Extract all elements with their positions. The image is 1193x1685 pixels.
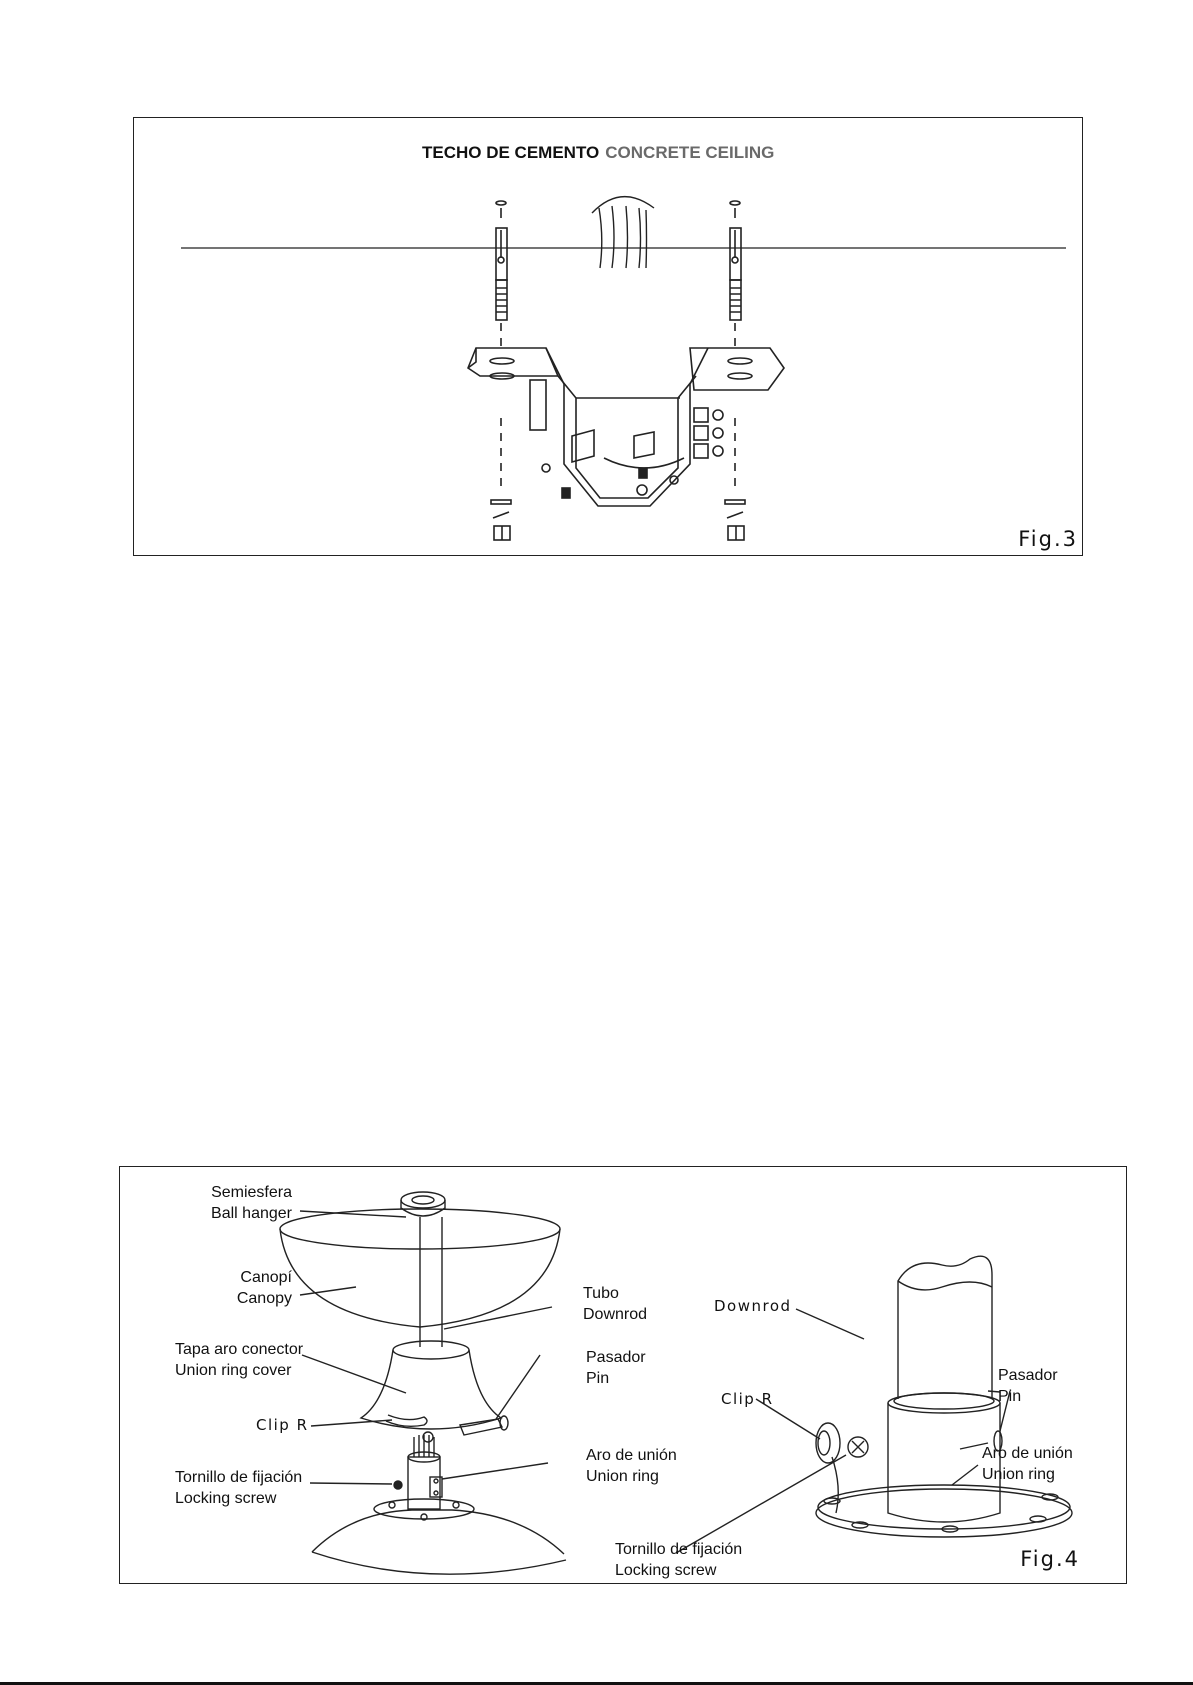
label-ball-hanger: Semiesfera Ball hanger [176,1182,292,1224]
union-ring-shape-left [394,1435,442,1509]
label-downrod-right: Downrod [714,1296,792,1317]
label-union-ring-cover: Tapa aro conector Union ring cover [175,1339,303,1381]
fig4-label: Fig.4 [1020,1547,1080,1571]
left-anchor-bolt [491,201,511,540]
union-ring-cover-shape [361,1341,501,1429]
label-pin-right: Pasador Pin [998,1365,1058,1407]
label-clip-r-left: Clip R [256,1415,309,1436]
label-union-ring-left: Aro de unión Union ring [586,1445,677,1487]
mounting-plate-right [816,1485,1072,1537]
label-union-ring-right: Aro de unión Union ring [982,1443,1073,1485]
fig4-diagram: Semiesfera Ball hanger Canopí Canopy Tap… [119,1166,1127,1584]
ceiling-wires [592,197,654,268]
ball-hanger-shape [401,1192,445,1216]
label-canopy: Canopí Canopy [176,1267,292,1309]
motor-housing-shape [312,1499,566,1574]
label-downrod-left: Tubo Downrod [583,1283,647,1325]
mounting-bracket [468,348,784,506]
downrod-shape-right [898,1256,992,1399]
label-locking-screw-left: Tornillo de fijación Locking screw [175,1467,302,1509]
fig3-drawing [134,118,1084,557]
locking-screw-shape-right [848,1437,868,1457]
downrod-shape-left [420,1217,442,1347]
label-locking-screw-right: Tornillo de fijación Locking screw [615,1539,742,1581]
fig3-label: Fig.3 [1018,527,1078,551]
right-anchor-bolt [725,201,745,540]
label-pin-left: Pasador Pin [586,1347,646,1389]
label-clip-r-right: Clip R [721,1389,774,1410]
